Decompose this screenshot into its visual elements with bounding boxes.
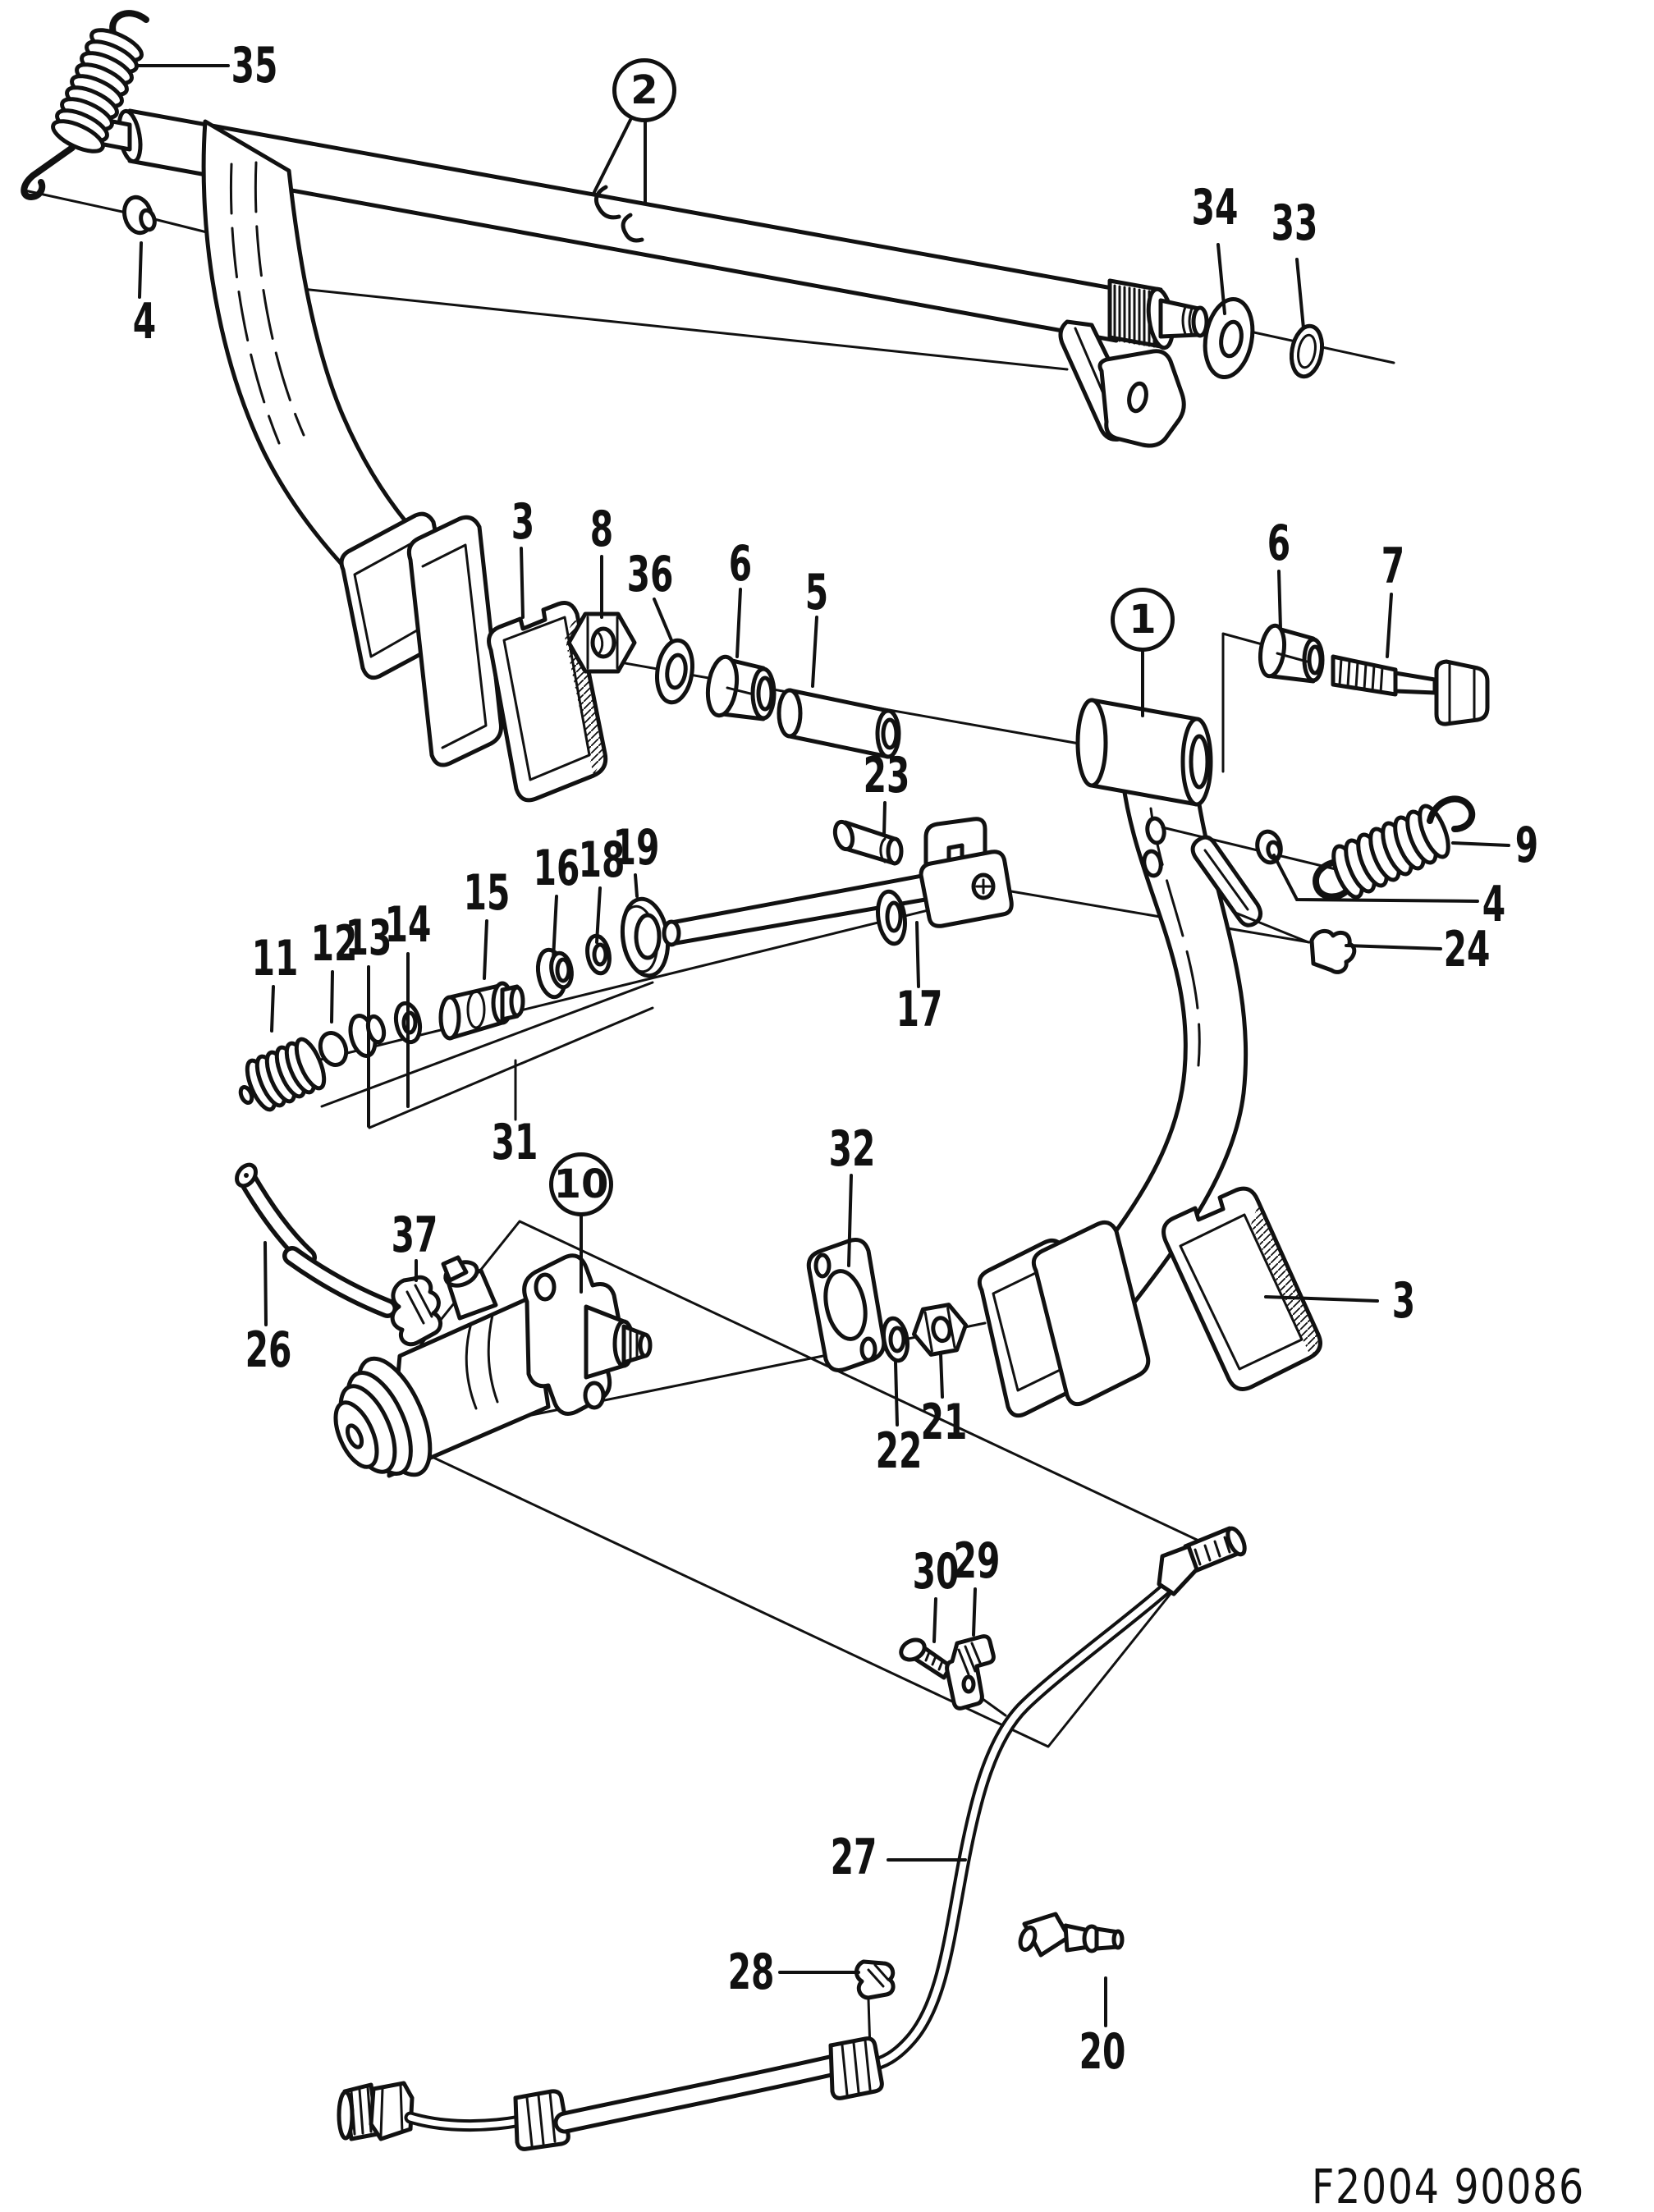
callout-4: 4 bbox=[132, 293, 157, 350]
callout-11: 11 bbox=[251, 930, 299, 987]
washer-34 bbox=[1203, 296, 1255, 380]
callout-28: 28 bbox=[727, 1944, 775, 2001]
ring-33 bbox=[1289, 323, 1325, 379]
callout-22: 22 bbox=[875, 1422, 923, 1480]
callout-18: 18 bbox=[578, 831, 625, 889]
spacer-sleeve-5 bbox=[777, 688, 901, 759]
pipe-27 bbox=[862, 1526, 1247, 2072]
callout-33: 33 bbox=[1271, 195, 1318, 252]
kit-bracket-31 bbox=[320, 981, 654, 1108]
callout-17: 17 bbox=[896, 981, 943, 1038]
bottom-hose bbox=[337, 2036, 884, 2151]
figure-code: F2004 90086 bbox=[1312, 2159, 1585, 2212]
mc-internals bbox=[238, 817, 1014, 1129]
bushing-6-right bbox=[1258, 623, 1325, 684]
hose-26 bbox=[235, 1162, 397, 1318]
right-pedal-plate bbox=[977, 1220, 1151, 1418]
callout-13: 13 bbox=[345, 909, 392, 967]
clip-29 bbox=[945, 1634, 996, 1711]
bushing-4-left bbox=[122, 195, 157, 236]
callout-19: 19 bbox=[612, 819, 660, 877]
nut-21 bbox=[911, 1303, 969, 1357]
callout-20: 20 bbox=[1079, 2023, 1126, 2081]
spring-9 bbox=[1313, 795, 1476, 900]
callout-12: 12 bbox=[310, 915, 358, 973]
screw-30 bbox=[899, 1637, 953, 1680]
return-spring-35 bbox=[21, 10, 149, 200]
callout-4: 4 bbox=[1482, 876, 1506, 933]
gasket-32 bbox=[806, 1238, 887, 1372]
callout-21: 21 bbox=[920, 1394, 968, 1451]
callout-27: 27 bbox=[830, 1829, 877, 1886]
bushing-6-left bbox=[705, 654, 777, 721]
callout-15: 15 bbox=[463, 864, 511, 922]
callout-16: 16 bbox=[533, 840, 580, 897]
callout-10: 10 bbox=[549, 1152, 613, 1216]
right-pedal-rubber-3 bbox=[1161, 1186, 1322, 1391]
callout-3: 3 bbox=[1391, 1272, 1416, 1330]
clamp-37 bbox=[390, 1275, 442, 1347]
master-cylinder-10 bbox=[333, 1253, 653, 1478]
callout-36: 36 bbox=[626, 546, 674, 603]
nut-8 bbox=[566, 611, 637, 674]
callout-1: 1 bbox=[1111, 588, 1175, 652]
callout-24: 24 bbox=[1443, 921, 1491, 978]
bolt-head bbox=[1434, 659, 1490, 726]
callout-32: 32 bbox=[828, 1120, 876, 1178]
callout-6: 6 bbox=[1267, 515, 1291, 572]
left-pedal-pad-inner bbox=[406, 515, 503, 767]
callout-9: 9 bbox=[1514, 817, 1539, 874]
callout-7: 7 bbox=[1381, 538, 1405, 595]
clip-24 bbox=[1309, 928, 1357, 974]
callout-26: 26 bbox=[245, 1321, 292, 1379]
bleeder-valve-20 bbox=[1018, 1912, 1125, 1958]
callout-3: 3 bbox=[511, 493, 535, 551]
callout-37: 37 bbox=[391, 1207, 438, 1264]
pedal-hub bbox=[1089, 698, 1199, 807]
callout-29: 29 bbox=[953, 1532, 1001, 1590]
callout-6: 6 bbox=[728, 535, 753, 593]
callout-31: 31 bbox=[491, 1114, 538, 1171]
washer-22 bbox=[881, 1316, 910, 1363]
callout-23: 23 bbox=[863, 747, 910, 804]
callout-30: 30 bbox=[912, 1543, 960, 1601]
callout-35: 35 bbox=[231, 37, 278, 94]
shaft-joint-detail bbox=[593, 185, 621, 220]
callout-5: 5 bbox=[804, 564, 829, 621]
callout-2: 2 bbox=[612, 58, 676, 122]
shaft-lever-bracket bbox=[1058, 319, 1186, 448]
callout-34: 34 bbox=[1191, 179, 1239, 236]
pedal-shaft bbox=[83, 108, 1209, 350]
bolt-7 bbox=[1331, 654, 1490, 726]
leader-lines bbox=[135, 64, 1510, 2027]
callout-14: 14 bbox=[384, 896, 432, 954]
clip-28 bbox=[854, 1959, 896, 2052]
callout-8: 8 bbox=[589, 501, 614, 558]
washer-36 bbox=[655, 638, 694, 705]
